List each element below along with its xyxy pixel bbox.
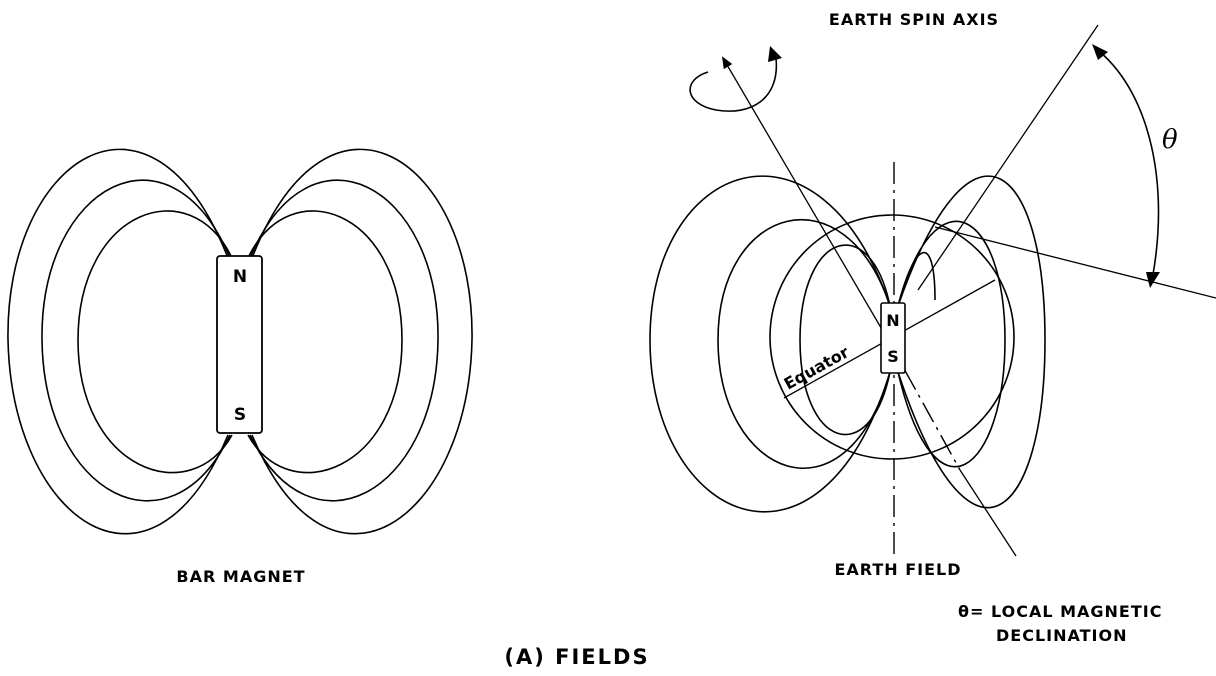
bar-magnet-south-label: S xyxy=(234,405,246,425)
spin-axis-dashed-segment xyxy=(886,337,961,471)
earth-field-figure: Equator θ N S EARTH SPIN AXIS EARTH FIEL… xyxy=(649,10,1216,645)
earth-field-line-right-middle xyxy=(897,220,1006,468)
bar-field-line-left-inner xyxy=(77,210,233,474)
bar-field-line-left-middle xyxy=(41,179,231,502)
bar-magnet-body xyxy=(216,255,263,434)
rotation-arrowhead-icon xyxy=(768,46,782,62)
earth-field-line-left-inner xyxy=(799,244,891,436)
declination-legend-line1: θ= LOCAL MAGNETIC xyxy=(958,602,1162,621)
declination-legend-line2: DECLINATION xyxy=(996,626,1128,645)
bar-field-line-right-middle xyxy=(249,179,439,502)
earth-magnet-body xyxy=(880,302,906,374)
bar-field-line-right-inner xyxy=(247,210,403,474)
bar-magnet-figure: N S BAR MAGNET xyxy=(7,148,473,586)
earth-circle xyxy=(769,214,1015,460)
figure-caption: (A) FIELDS xyxy=(504,645,649,669)
true-north-line xyxy=(934,226,1216,299)
earth-field-line-left-middle xyxy=(717,218,891,470)
spin-axis-line-upper xyxy=(721,56,888,339)
bar-magnet-north-label: N xyxy=(233,267,247,287)
spin-axis-line-lower xyxy=(959,469,1017,557)
rotation-arrow xyxy=(689,57,778,112)
bar-field-line-left-outer xyxy=(7,148,229,535)
magnetic-meridian-line xyxy=(917,24,1099,291)
earth-magnet-north-label: N xyxy=(886,311,899,330)
earth-field-line-right-outer xyxy=(897,175,1046,509)
declination-arc-arrowhead-bottom-icon xyxy=(1146,272,1160,288)
earth-spin-axis-label: EARTH SPIN AXIS xyxy=(829,10,999,29)
declination-arc-arrowhead-top-icon xyxy=(1092,44,1108,60)
equator-label: Equator xyxy=(781,342,852,393)
bar-magnet-caption: BAR MAGNET xyxy=(176,567,305,586)
earth-magnet-south-label: S xyxy=(887,347,899,366)
earth-field-line-right-inner xyxy=(897,251,936,307)
earth-field-line-left-outer xyxy=(649,175,891,513)
earth-field-caption: EARTH FIELD xyxy=(834,560,961,579)
declination-arc xyxy=(1099,51,1160,281)
bar-field-line-right-outer xyxy=(251,148,473,535)
angle-theta-label: θ xyxy=(1162,125,1178,155)
